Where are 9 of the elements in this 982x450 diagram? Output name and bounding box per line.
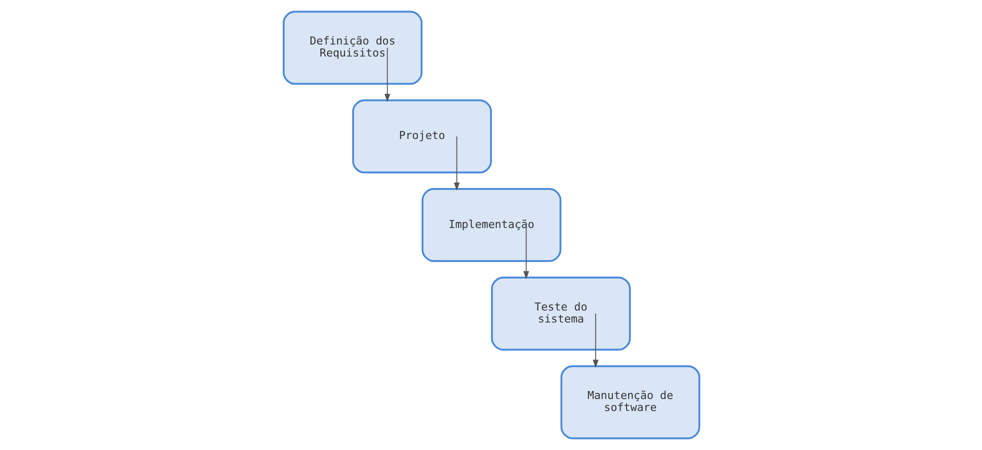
node-box: Projeto bbox=[352, 99, 492, 174]
node-box: Teste do sistema bbox=[490, 276, 630, 351]
node-box: Manutenção de software bbox=[560, 365, 700, 440]
node-box: Definição dos Requisitos bbox=[282, 10, 422, 85]
arrow bbox=[384, 47, 390, 102]
arrow bbox=[453, 136, 460, 191]
arrow bbox=[522, 224, 529, 280]
node-box: Implementação bbox=[421, 188, 561, 262]
arrow bbox=[592, 313, 598, 368]
